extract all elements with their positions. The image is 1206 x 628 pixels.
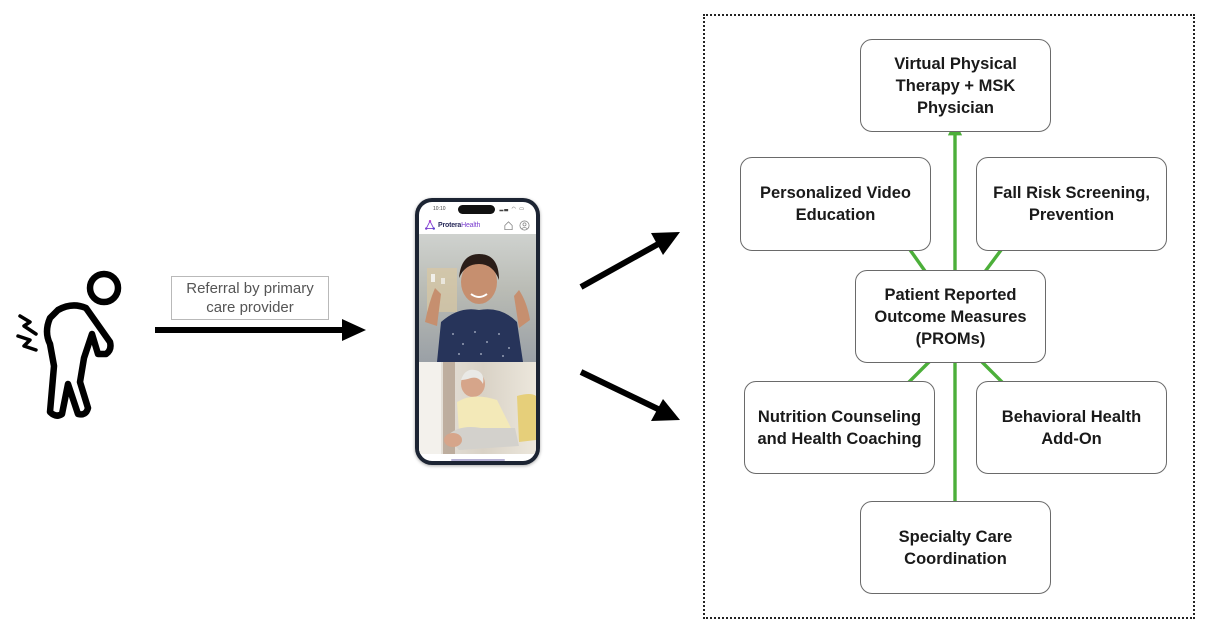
clinician-video-feed xyxy=(419,234,536,362)
service-virtual-physical-therapy: Virtual Physical Therapy + MSK Physician xyxy=(860,39,1051,132)
clinician-figure xyxy=(425,254,530,362)
service-label-line: Coordination xyxy=(904,549,1007,568)
service-label-line: Add-On xyxy=(1041,429,1102,448)
footer-url xyxy=(450,458,505,461)
telehealth-phone: 10:10 ▂▃ ◠ ▭ ProteraHealth xyxy=(415,198,540,465)
home-icon[interactable] xyxy=(503,220,514,231)
app-header: ProteraHealth xyxy=(419,216,536,234)
protera-logo-icon xyxy=(425,220,435,230)
phone-notch xyxy=(458,205,495,214)
brand-accent: Health xyxy=(461,221,481,229)
patient-figure xyxy=(419,362,536,454)
brand-name: ProteraHealth xyxy=(438,222,480,229)
service-label-line: Therapy + MSK xyxy=(895,76,1016,95)
patient-video-feed xyxy=(419,362,536,454)
service-label-line: Education xyxy=(795,206,876,224)
referral-label-line: Referral by primary xyxy=(186,280,314,297)
service-specialty-care-coordination: Specialty Care Coordination xyxy=(860,501,1051,594)
service-behavioral-health: Behavioral Health Add-On xyxy=(976,381,1167,474)
status-icons: ▂▃ ◠ ▭ xyxy=(499,206,525,212)
arrow-to-services-lower xyxy=(579,369,680,421)
referral-label-line: care provider xyxy=(206,299,294,316)
service-label-line: Specialty Care xyxy=(898,527,1013,546)
service-label-line: Nutrition Counseling xyxy=(757,407,922,426)
service-nutrition-counseling: Nutrition Counseling and Health Coaching xyxy=(744,381,935,474)
services-frame xyxy=(703,14,1195,619)
service-label-line: Fall Risk Screening, xyxy=(993,184,1150,202)
brand-primary: Protera xyxy=(438,221,462,229)
service-proms-hub: Patient Reported Outcome Measures (PROMs… xyxy=(855,270,1046,363)
phone-screen: 10:10 ▂▃ ◠ ▭ ProteraHealth xyxy=(419,202,536,461)
phone-status-bar: 10:10 ▂▃ ◠ ▭ xyxy=(419,202,536,216)
status-time: 10:10 xyxy=(433,206,446,212)
service-label-line: and Health Coaching xyxy=(757,429,922,448)
service-fall-risk-screening: Fall Risk Screening, Prevention xyxy=(976,157,1167,251)
service-personalized-video-education: Personalized Video Education xyxy=(740,157,931,251)
referral-arrow xyxy=(155,319,366,341)
service-label-line: Personalized Video xyxy=(760,184,911,202)
service-label-line: (PROMs) xyxy=(915,329,986,348)
service-label-line: Behavioral Health xyxy=(1001,407,1142,426)
service-label-line: Patient Reported xyxy=(884,285,1017,304)
patient-back-pain-icon xyxy=(16,270,122,419)
arrow-to-services-upper xyxy=(579,232,680,290)
profile-icon[interactable] xyxy=(519,220,530,231)
service-label-line: Physician xyxy=(916,98,995,117)
service-label-line: Outcome Measures xyxy=(874,307,1027,326)
phone-footer xyxy=(419,454,536,461)
referral-label: Referral by primary care provider xyxy=(171,276,329,320)
service-label-line: Prevention xyxy=(1028,206,1115,224)
service-label-line: Virtual Physical xyxy=(894,54,1017,73)
